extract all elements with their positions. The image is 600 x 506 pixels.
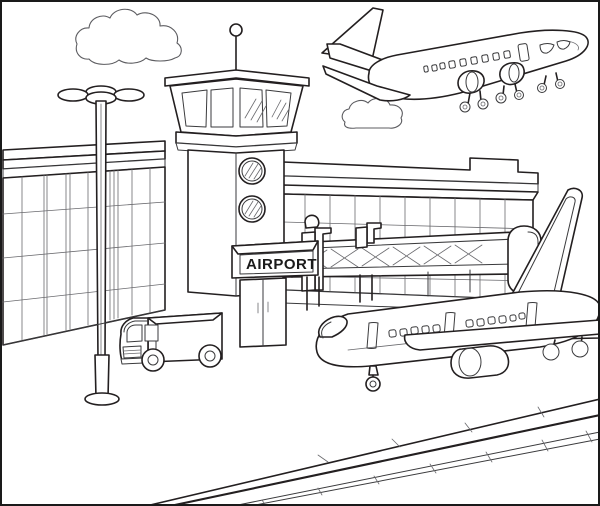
airplane-parked <box>315 187 600 392</box>
terminal-doors <box>239 277 287 348</box>
tower-porthole-lower <box>238 195 266 223</box>
jet-bridge <box>263 214 542 311</box>
terminal-building-left <box>2 140 166 346</box>
cloud-large <box>75 8 182 65</box>
tower-porthole-upper <box>238 157 266 185</box>
airport-sign: AIRPORT <box>231 240 319 279</box>
airport-sign-text: AIRPORT <box>246 256 317 273</box>
runway <box>145 398 600 506</box>
delivery-truck <box>119 312 223 372</box>
airplane-flying <box>321 7 589 113</box>
tarmac-edge-left <box>2 309 166 346</box>
light-pole <box>57 85 145 406</box>
cloud-small <box>341 97 403 129</box>
